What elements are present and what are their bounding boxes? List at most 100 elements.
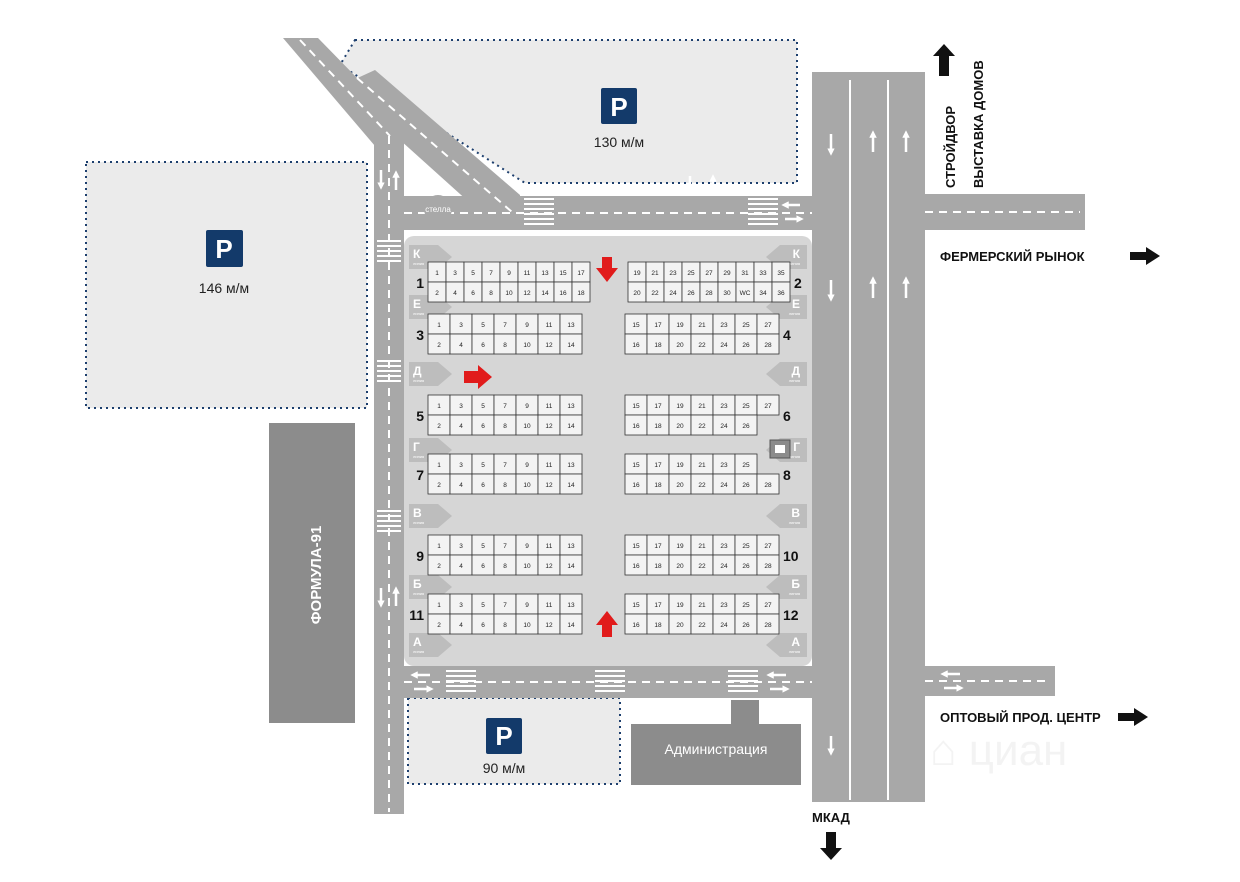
stall[interactable] <box>771 281 791 303</box>
stall[interactable] <box>571 281 591 303</box>
line-sub: линия <box>413 520 424 525</box>
stall[interactable] <box>756 394 780 416</box>
line-letter: В <box>413 506 422 520</box>
stall[interactable] <box>756 613 780 635</box>
road-diagonal-2 <box>340 70 520 230</box>
line-sub: линия <box>789 311 800 316</box>
block-number: 3 <box>416 327 424 343</box>
stall-number: WC <box>740 290 751 297</box>
road-east-bottom <box>900 666 1055 696</box>
stall-number: 24 <box>720 342 728 349</box>
stall-number: 2 <box>437 482 441 489</box>
stall-number: 16 <box>559 290 567 297</box>
stall-number: 3 <box>453 270 457 277</box>
line-letter: Д <box>791 364 800 378</box>
line-sub: линия <box>789 378 800 383</box>
line-marker-shape-right <box>766 362 807 386</box>
red-arrow-right <box>464 365 492 389</box>
stall[interactable] <box>559 554 583 576</box>
stall-number: 10 <box>523 482 531 489</box>
stall-number: 20 <box>676 423 684 430</box>
stall-number: 25 <box>742 322 750 329</box>
admin-building <box>631 724 801 785</box>
stall-number: 10 <box>505 290 513 297</box>
stall-number: 5 <box>471 270 475 277</box>
stall-number: 5 <box>481 462 485 469</box>
stall[interactable] <box>559 333 583 355</box>
stall-number: 34 <box>759 290 767 297</box>
admin-label: Администрация <box>665 741 768 757</box>
stall-number: 5 <box>481 403 485 410</box>
parking-sign-left: P <box>206 230 243 267</box>
stall-number: 21 <box>698 322 706 329</box>
svg-text:P: P <box>215 234 232 264</box>
direction-mkad: МКАД <box>812 810 851 860</box>
stall-number: 10 <box>523 622 531 629</box>
road-diagonal <box>283 38 404 146</box>
stall[interactable] <box>559 414 583 436</box>
stall-number: 26 <box>742 482 750 489</box>
admin-annex <box>731 700 759 724</box>
crosswalk-left-3 <box>377 510 401 532</box>
line-letter: Б <box>791 577 800 591</box>
stall[interactable] <box>734 414 758 436</box>
stall-number: 23 <box>720 543 728 550</box>
stall-number: 19 <box>676 322 684 329</box>
stall-number: 10 <box>523 423 531 430</box>
north-label-line2: ВЫСТАВКА ДОМОВ <box>971 60 986 188</box>
stall-number: 7 <box>503 403 507 410</box>
formula-label: ФОРМУЛА-91 <box>308 526 325 625</box>
stall-number: 2 <box>437 622 441 629</box>
stall[interactable] <box>559 473 583 495</box>
stall-number: 20 <box>676 342 684 349</box>
stall[interactable] <box>756 473 780 495</box>
stall-number: 12 <box>545 563 553 570</box>
stall-number: 21 <box>651 270 659 277</box>
stall-number: 23 <box>720 322 728 329</box>
stall-number: 14 <box>567 423 575 430</box>
stall-number: 13 <box>541 270 549 277</box>
line-sub: линия <box>413 649 424 654</box>
stall-number: 13 <box>567 322 575 329</box>
direction-farmer-market: ФЕРМЕРСКИЙ РЫНОК <box>940 247 1160 265</box>
stall-number: 35 <box>777 270 785 277</box>
line-letter: Г <box>793 440 800 454</box>
svg-text:P: P <box>495 721 512 751</box>
stall-number: 22 <box>698 482 706 489</box>
stall[interactable] <box>756 554 780 576</box>
line-sub: линия <box>789 591 800 596</box>
stall-number: 27 <box>705 270 713 277</box>
stall-number: 19 <box>676 462 684 469</box>
stall-number: 33 <box>759 270 767 277</box>
stall-number: 24 <box>720 423 728 430</box>
formula-building <box>269 423 355 723</box>
stall-number: 19 <box>676 403 684 410</box>
stall-number: 26 <box>742 342 750 349</box>
crosswalks <box>377 198 778 692</box>
stall[interactable] <box>756 333 780 355</box>
stall-number: 14 <box>541 290 549 297</box>
stall[interactable] <box>559 613 583 635</box>
block-number: 12 <box>783 607 799 623</box>
stall-number: 13 <box>567 403 575 410</box>
red-arrow-down <box>596 257 618 282</box>
line-marker-shape-right <box>766 575 807 599</box>
stall-number: 17 <box>654 322 662 329</box>
stall-number: 11 <box>546 403 553 410</box>
line-letter: Е <box>413 297 421 311</box>
red-arrow-up <box>596 611 618 637</box>
stall-number: 11 <box>524 270 531 277</box>
line-letter: А <box>791 635 800 649</box>
line-sub: линия <box>413 454 424 459</box>
lane-arrows <box>377 130 964 756</box>
stall-number: 18 <box>654 622 662 629</box>
block-number: 9 <box>416 548 424 564</box>
red-arrows <box>464 257 618 637</box>
stall-number: 3 <box>459 403 463 410</box>
stall-number: 15 <box>632 543 640 550</box>
block-number: 10 <box>783 548 799 564</box>
line-marker-shape-left <box>409 633 452 657</box>
